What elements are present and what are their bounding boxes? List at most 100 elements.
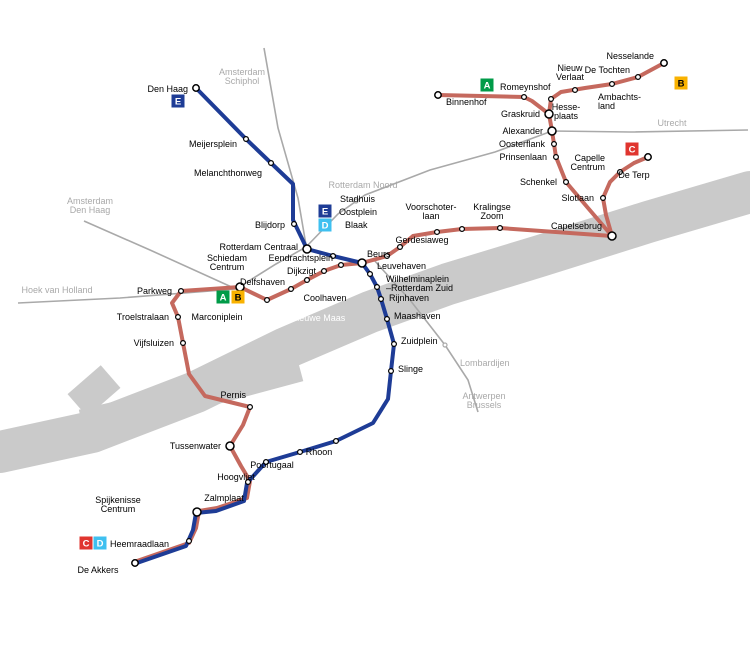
station-marker-rhoon: [333, 438, 340, 445]
station-label-nieuw-verlaat-line1: Nieuw: [557, 63, 583, 73]
station-marker-rotterdam-centraal: [302, 244, 312, 254]
station-label-voorschoterlaan-line1: Voorschoter-: [405, 202, 456, 212]
station-marker-oosterflank: [550, 141, 557, 148]
line-badge-b-nesselande: [674, 76, 688, 90]
station-marker-zuidplein: [391, 341, 398, 348]
station-marker-delfshaven: [288, 286, 295, 293]
rail-label-antwerpen-brussels-line2: Brussels: [467, 400, 502, 410]
station-marker-blaak: [384, 253, 391, 260]
station-marker-meijersplein: [243, 136, 250, 143]
station-label-capelle-centrum-line1: Capelle: [574, 153, 605, 163]
line-badge-letter-d-blaak: D: [322, 221, 329, 232]
station-marker-leuvehaven: [367, 271, 374, 278]
line-badge-letter-c-de-terp: C: [629, 145, 636, 156]
line-badge-letter-d-de-akkers: D: [97, 539, 104, 550]
station-marker-troelstralaan: [175, 314, 182, 321]
station-marker-ambachtsland: [608, 80, 615, 87]
station-marker-capelle-centrum: [616, 169, 623, 176]
line-badge-e-stadhuis: [318, 204, 332, 218]
station-label-schiedam-centrum-line2: Centrum: [210, 262, 245, 272]
line-badge-d-blaak: [318, 218, 332, 232]
station-marker-blijdorp: [291, 221, 298, 228]
station-label-slotlaan: Slotlaan: [561, 193, 594, 203]
station-label-eendrachtsplein: Eendrachtsplein: [268, 253, 333, 263]
station-marker-schenkel: [562, 179, 569, 186]
station-marker-poortugaal: [297, 449, 304, 456]
station-marker-de-terp: [644, 153, 652, 161]
station-marker-slinge: [388, 368, 395, 375]
railway-to-utrecht: [305, 129, 749, 248]
station-label-hesseplaats-line2: plaats: [554, 111, 579, 121]
station-marker-tussenwater: [225, 441, 235, 451]
station-marker-gerdesiaweg: [434, 229, 441, 236]
station-label-gerdesiaweg: Gerdesiaweg: [395, 235, 448, 245]
station-label-wilhelminaplein-line2: –Rotterdam Zuid: [386, 283, 453, 293]
station-marker-heemraadlaan: [186, 537, 193, 544]
station-label-leuvehaven: Leuvehaven: [377, 261, 426, 271]
station-label-stadhuis: Stadhuis: [340, 194, 376, 204]
station-label-vijfsluizen: Vijfsluizen: [134, 338, 174, 348]
station-label-romeynshof: Romeynshof: [500, 82, 551, 92]
station-label-rotterdam-centraal: Rotterdam Centraal: [219, 242, 298, 252]
line-badge-b-schiedam: [231, 290, 245, 304]
line-badge-letter-a-schiedam: A: [220, 293, 227, 304]
harbor-basin-6: [67, 365, 121, 417]
station-marker-zalmplaat: [245, 479, 252, 486]
line-badge-letter-b-nesselande: B: [678, 79, 685, 90]
station-label-rhoon: Rhoon: [306, 447, 333, 457]
rail-label-lombardijen: Lombardijen: [460, 358, 510, 368]
rail-label-amsterdam-den-haag-line2: Den Haag: [70, 205, 111, 215]
metro-line-calandlijn-binnenhof-branch: [436, 93, 551, 116]
station-marker-eendrachtsplein: [338, 262, 345, 269]
station-label-kralingse-zoom-line2: Zoom: [480, 211, 503, 221]
station-marker-wilhelminaplein: [374, 284, 381, 291]
station-label-melanchthonweg: Melanchthonweg: [194, 168, 262, 178]
station-label-blaak: Blaak: [345, 220, 368, 230]
line-badge-letter-c-de-akkers: C: [83, 539, 90, 550]
station-label-alexander: Alexander: [502, 126, 543, 136]
station-label-delfshaven: Delfshaven: [240, 277, 285, 287]
line-badge-e-den-haag: [171, 94, 185, 108]
station-marker-vijfsluizen: [180, 340, 187, 347]
station-marker-beurs: [357, 258, 367, 268]
station-label-meijersplein: Meijersplein: [189, 139, 237, 149]
rail-label-rotterdam-noord: Rotterdam Noord: [328, 180, 397, 190]
station-label-ambachtsland-line2: land: [598, 101, 615, 111]
station-label-zuidplein: Zuidplein: [401, 336, 438, 346]
station-label-nesselande: Nesselande: [606, 51, 654, 61]
station-label-prinsenlaan: Prinsenlaan: [499, 152, 547, 162]
station-marker-nieuw-verlaat: [571, 86, 578, 93]
station-label-binnenhof: Binnenhof: [446, 97, 487, 107]
station-label-de-akkers: De Akkers: [77, 565, 119, 575]
station-marker-kralingse-zoom: [497, 225, 504, 232]
rail-station-lombardijen: [442, 342, 448, 348]
line-badge-c-de-terp: [625, 142, 639, 156]
station-marker-graskruid: [544, 109, 554, 119]
line-badge-c-de-akkers: [79, 536, 93, 550]
rail-label-amsterdam-den-haag-line1: Amsterdam: [67, 196, 113, 206]
station-label-coolhaven: Coolhaven: [303, 293, 346, 303]
line-badge-letter-b-schiedam: B: [235, 293, 242, 304]
station-label-beurs: Beurs: [367, 249, 391, 259]
station-label-spijkenisse-centrum-line1: Spijkenisse: [95, 495, 141, 505]
harbor-basin-5: [78, 390, 166, 430]
station-label-de-tochten: De Tochten: [585, 65, 630, 75]
station-marker-coolhaven: [304, 277, 311, 284]
station-label-oosterflank: Oosterflank: [499, 139, 546, 149]
station-label-parkweg: Parkweg: [137, 286, 172, 296]
rail-label-hoek-van-holland: Hoek van Holland: [21, 285, 92, 295]
station-marker-spijkenisse-centrum: [192, 507, 202, 517]
station-marker-alexander: [547, 126, 557, 136]
railway-to-amsterdam-schiphol: [263, 47, 307, 246]
station-label-wilhelminaplein-line1: Wilhelminaplein: [386, 274, 449, 284]
station-marker-de-akkers: [131, 559, 139, 567]
station-label-heemraadlaan: Heemraadlaan: [110, 539, 169, 549]
station-label-graskruid: Graskruid: [501, 109, 540, 119]
station-label-ambachtsland-line1: Ambachts-: [598, 92, 641, 102]
station-marker-de-tochten: [634, 73, 641, 80]
station-marker-voorschoterlaan: [459, 226, 466, 233]
line-badge-letter-e-den-haag: E: [175, 97, 181, 108]
line-badge-letter-a-binnenhof: A: [484, 81, 491, 92]
station-marker-nesselande: [660, 59, 668, 67]
